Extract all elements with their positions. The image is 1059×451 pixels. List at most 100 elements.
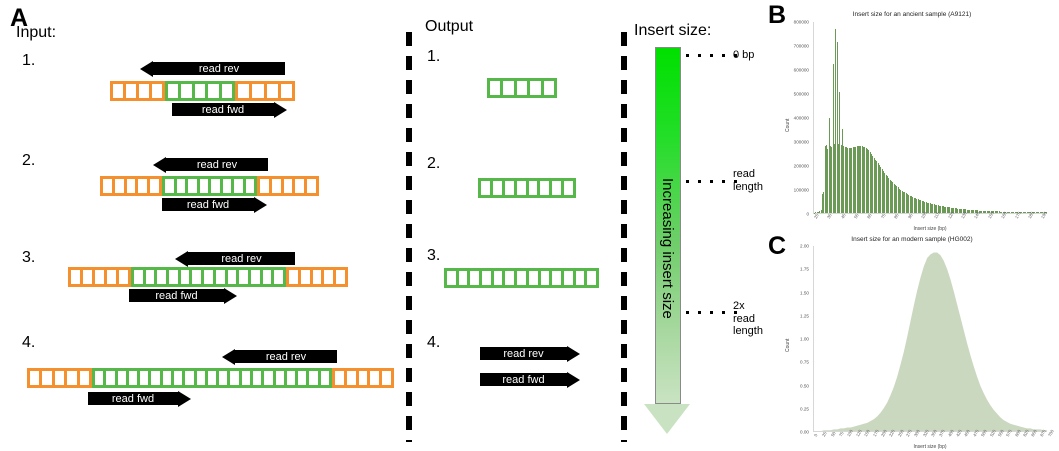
histogram-bar [844, 146, 846, 213]
histogram-bar [1027, 212, 1029, 213]
histogram-bar [848, 148, 850, 213]
histogram-bar [1018, 212, 1020, 213]
histogram-bar [1007, 211, 1009, 213]
histogram-bar [875, 159, 876, 213]
y-tick-label: 0.50 [800, 383, 809, 388]
dna-rung [455, 268, 459, 288]
dna-rung [236, 267, 240, 287]
histogram-bar [1042, 212, 1044, 213]
histogram-bar [887, 176, 888, 213]
dna-rung [154, 267, 158, 287]
histogram-bar [1041, 212, 1042, 213]
panel-b-x-axis-label: Insert size (bp) [913, 226, 947, 232]
dna-rung [111, 176, 115, 196]
histogram-bar [901, 190, 903, 213]
y-tick-label: 0.75 [800, 359, 809, 365]
histogram-bar [1017, 212, 1019, 213]
dna-insert [131, 267, 286, 287]
histogram-bar [902, 191, 904, 213]
dna-rung [51, 368, 55, 388]
dna-adapter-right [286, 267, 348, 287]
histogram-bar [900, 189, 902, 213]
histogram-bar [976, 210, 977, 213]
histogram-bar [962, 209, 964, 213]
panel-a-letter: A [10, 4, 29, 32]
input-row-number-1: 1. [22, 52, 36, 69]
dna-rung [249, 368, 253, 388]
dna-rung [123, 176, 127, 196]
dna-rung [549, 178, 553, 198]
histogram-bar [876, 161, 878, 213]
input-4-read-rev-arrow: read rev [222, 348, 337, 365]
histogram-bar [912, 197, 914, 213]
histogram-bar [1033, 212, 1034, 213]
input-2-dna-duplex [100, 176, 319, 196]
dna-rung [549, 268, 553, 288]
histogram-bar [816, 212, 818, 213]
dna-rung [513, 178, 517, 198]
leader-dots-read-length [686, 180, 737, 183]
dna-adapter-left [68, 267, 131, 287]
divider-input-output [406, 32, 412, 442]
histogram-bar [1023, 212, 1025, 213]
insert-size-heading: Insert size: [634, 22, 712, 39]
histogram-bar [946, 207, 948, 213]
dna-rung [224, 267, 228, 287]
panel-b-letter: B [768, 1, 787, 29]
input-1-read-fwd-arrow: read fwd [172, 101, 287, 118]
histogram-bar [987, 211, 989, 213]
gradient-arrowhead [644, 404, 690, 434]
dna-rung [185, 176, 188, 196]
dna-rung [162, 176, 165, 196]
dna-rung [321, 267, 325, 287]
dna-rung [315, 176, 319, 196]
dna-rung [242, 176, 246, 196]
x-tick-label: 150 [863, 428, 871, 438]
dna-rung [178, 81, 182, 101]
histogram-bar [990, 211, 992, 213]
histogram-bar [840, 144, 842, 213]
histogram-bar [986, 210, 988, 213]
dna-rung [205, 81, 209, 101]
dna-rung [159, 368, 163, 388]
x-tick-label: 100 [846, 428, 855, 438]
histogram-bar [940, 205, 941, 213]
y-tick-label: 500000 [793, 91, 809, 97]
x-tick-label: 135 [960, 210, 968, 220]
histogram-bar [945, 206, 947, 213]
histogram-bar [819, 210, 821, 213]
histogram-bar [832, 63, 834, 213]
histogram-bar [841, 129, 843, 213]
histogram-bar [957, 208, 959, 213]
dna-insert [162, 176, 257, 196]
insert-size-gradient-arrow [644, 47, 690, 434]
panel-c-y-axis-label: Count [785, 338, 791, 352]
read-fwd-label: read fwd [201, 103, 245, 116]
histogram-bar [917, 199, 919, 213]
x-tick-label: 35 [826, 212, 833, 220]
histogram-bar [827, 148, 829, 213]
panel-b-y-axis-label: Count [785, 118, 791, 132]
histogram-bar [873, 157, 875, 213]
histogram-bar [978, 210, 980, 213]
histogram-bar [933, 204, 935, 213]
histogram-bar [989, 211, 991, 213]
dna-rung [88, 368, 92, 388]
histogram-bar [924, 201, 926, 213]
panel-c-chart: C Insert size for an modern sample (HG00… [765, 232, 1059, 451]
dna-rung [525, 178, 529, 198]
y-tick-label: 300000 [793, 139, 809, 145]
y-tick-label: 0.00 [800, 429, 809, 435]
x-tick-label: 85 [893, 212, 900, 220]
histogram-bar [865, 148, 867, 213]
input-2-read-rev-arrow: read rev [153, 156, 268, 173]
dna-insert [92, 368, 332, 388]
histogram-bar [820, 210, 822, 213]
histogram-bar [817, 211, 819, 213]
read-fwd-label: read fwd [155, 289, 198, 302]
x-tick-label: 25 [821, 430, 828, 438]
x-tick-label: 65 [866, 212, 874, 220]
dna-rung [27, 368, 30, 388]
histogram-bar [921, 200, 923, 213]
dna-rung [514, 268, 518, 288]
